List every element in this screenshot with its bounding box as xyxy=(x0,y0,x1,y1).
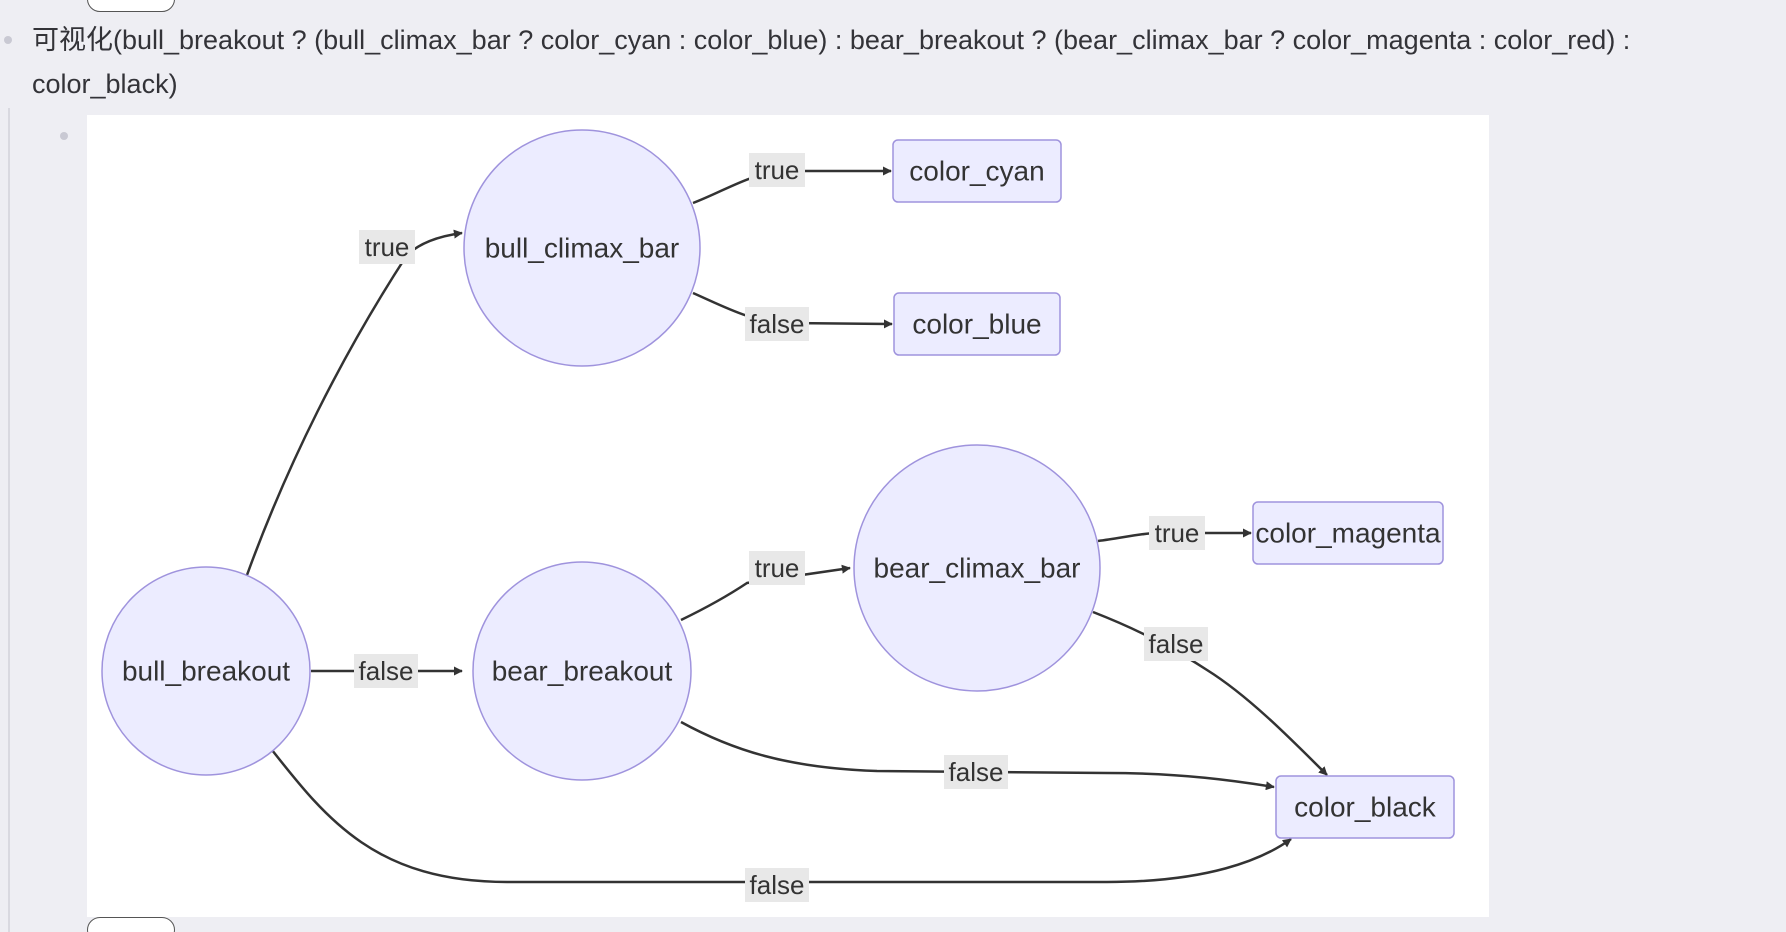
node-shape xyxy=(101,566,311,776)
node-label: color_black xyxy=(1294,792,1437,823)
node-label: color_magenta xyxy=(1255,518,1441,549)
node-label: bear_climax_bar xyxy=(874,553,1081,584)
edge-bull_breakout-to-bull_climax_bar xyxy=(245,229,463,576)
node-shape xyxy=(1275,775,1455,839)
edge-label-background xyxy=(749,551,805,585)
nodes-layer: bull_breakout bull_climax_bar bear_breakou… xyxy=(101,129,1455,839)
edge-label-true: true xyxy=(755,553,800,583)
node-bull-climax-bar[interactable]: bull_climax_bar xyxy=(463,129,701,367)
node-label: bull_breakout xyxy=(122,656,290,687)
edge-label-false: false xyxy=(750,870,805,900)
node-shape xyxy=(1252,501,1444,565)
node-color-blue[interactable]: color_blue xyxy=(893,292,1061,356)
node-bull-breakout[interactable]: bull_breakout xyxy=(101,566,311,776)
edge-label-true: true xyxy=(365,232,410,262)
edge-labels-layer: true false false true false true false true fals… xyxy=(354,153,1208,902)
edge-label-false: false xyxy=(750,309,805,339)
edge-label-background xyxy=(359,230,415,264)
visualize-expression-text[interactable]: 可视化(bull_breakout ? (bull_climax_bar ? c… xyxy=(32,25,1631,99)
node-label: color_cyan xyxy=(909,156,1044,187)
edge-bear_climax_bar-to-color_black xyxy=(1092,610,1328,776)
node-shape xyxy=(463,129,701,367)
edge-label-background xyxy=(1149,516,1205,550)
node-bear-breakout[interactable]: bear_breakout xyxy=(472,561,692,781)
node-color-cyan[interactable]: color_cyan xyxy=(892,139,1062,203)
edge-label-true: true xyxy=(755,155,800,185)
edge-label-false: false xyxy=(359,656,414,686)
indent-guide-line xyxy=(8,108,10,932)
edges-layer xyxy=(245,166,1328,884)
node-shape xyxy=(472,561,692,781)
edge-label-background xyxy=(745,868,809,902)
edge-label-true: true xyxy=(1155,518,1200,548)
node-color-black[interactable]: color_black xyxy=(1275,775,1455,839)
node-shape xyxy=(893,292,1061,356)
edge-bull_breakout-to-color_black xyxy=(271,749,1292,884)
collapsed-block-pill-bottom[interactable] xyxy=(87,917,175,932)
node-shape xyxy=(892,139,1062,203)
edge-label-background xyxy=(749,153,805,187)
edge-label-false: false xyxy=(1149,629,1204,659)
collapsed-block-pill-top[interactable] xyxy=(87,0,175,12)
edge-bear_breakout-to-bear_climax_bar xyxy=(680,564,851,622)
edge-label-background xyxy=(354,654,418,688)
node-label: bull_climax_bar xyxy=(485,233,680,264)
outline-bullet[interactable] xyxy=(4,36,12,44)
edge-label-background xyxy=(944,755,1008,789)
child-bullet[interactable] xyxy=(60,132,68,140)
node-label: bear_breakout xyxy=(492,656,673,687)
edge-label-background xyxy=(1144,627,1208,661)
node-bear-climax-bar[interactable]: bear_climax_bar xyxy=(853,444,1101,692)
edge-label-background xyxy=(745,307,809,341)
flowchart-svg: true false false true false true false true fals… xyxy=(101,129,1455,902)
node-shape xyxy=(853,444,1101,692)
edge-label-false: false xyxy=(949,757,1004,787)
flowchart-diagram: true false false true false true false true fals… xyxy=(87,115,1489,917)
node-label: color_blue xyxy=(912,309,1041,340)
node-color-magenta[interactable]: color_magenta xyxy=(1252,501,1444,565)
edge-bear_breakout-to-color_black xyxy=(680,720,1275,791)
